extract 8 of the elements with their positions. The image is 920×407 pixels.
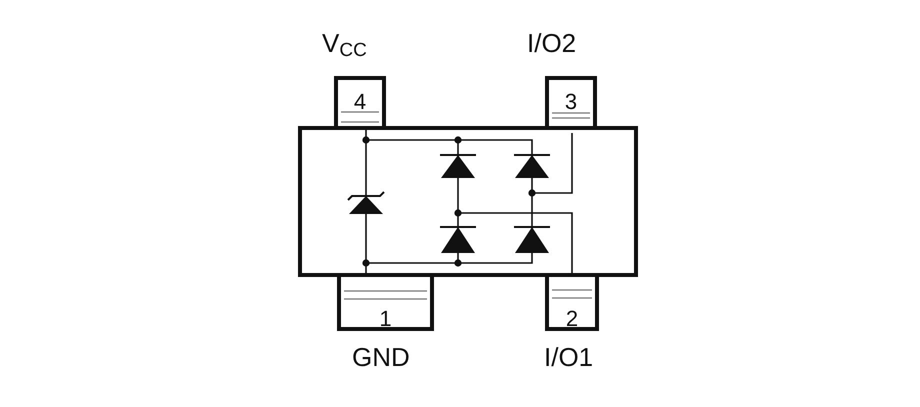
pin-number: 4 bbox=[352, 90, 368, 114]
pin-name: I/O2 bbox=[527, 28, 576, 58]
pin-number: 2 bbox=[564, 307, 580, 331]
pin-name: V$_{CC}$ bbox=[322, 28, 367, 63]
pin-number: 3 bbox=[564, 90, 578, 114]
pin-name: GND bbox=[352, 342, 410, 372]
pin-name: I/O1 bbox=[544, 342, 594, 372]
pin-number: 1 bbox=[378, 307, 393, 331]
